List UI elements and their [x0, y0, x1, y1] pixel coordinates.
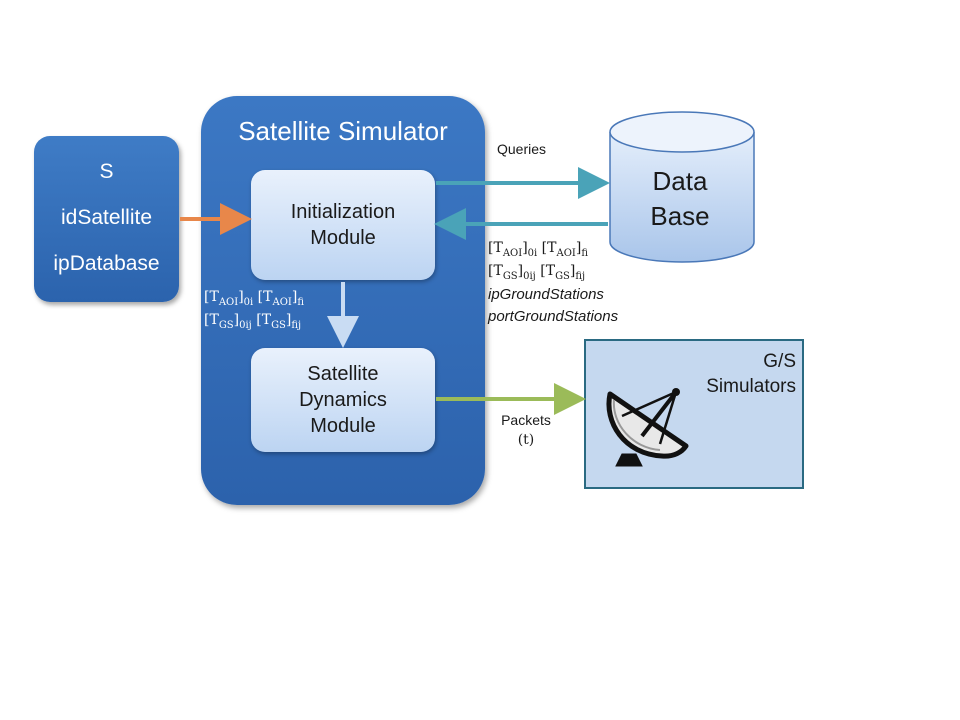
satellite-dish-icon [606, 388, 689, 467]
database-cylinder [609, 111, 755, 263]
database-label-line2: Base [650, 201, 710, 232]
input-parameters-block: S idSatellite ipDatabase [34, 136, 179, 302]
gs-simulators-line1: G/S [763, 351, 796, 372]
database-label-line1: Data [652, 166, 708, 196]
satellite-dynamics-module: Satellite Dynamics Module [251, 348, 435, 452]
dynamics-module-line2: Dynamics [299, 389, 387, 411]
gs-simulators-line2: Simulators [706, 375, 796, 397]
packets-label-text: Packets [501, 412, 551, 428]
input-idsatellite-label: idSatellite [60, 206, 153, 229]
db-response-aoi-line: [TAOI]0i [TAOI]fi [488, 240, 588, 259]
dynamics-module-line3: Module [310, 415, 376, 437]
dynamics-module-line1: Satellite [307, 363, 379, 385]
packets-time-label: (t) [517, 432, 535, 448]
internal-params-label: [TAOI]0i [TAOI]fi [TGS]0ij [TGS]fij [204, 287, 304, 333]
queries-label: Queries [497, 141, 547, 157]
internal-params-aoi-line: [TAOI]0i [TAOI]fi [204, 289, 304, 308]
database-label: Data Base [610, 164, 750, 234]
port-ground-stations-label: portGroundStations [488, 308, 619, 326]
satellite-simulator-title: Satellite Simulator [238, 116, 448, 146]
ip-ground-stations-label: ipGroundStations [488, 285, 604, 303]
gs-simulators-label: G/S Simulators [660, 350, 796, 399]
initialization-module-line1: Initialization [290, 201, 396, 223]
db-response-label: [TAOI]0i [TAOI]fi [TGS]0ij [TGS]fij ipGr… [488, 238, 618, 329]
input-ipdatabase-label: ipDatabase [53, 252, 160, 275]
internal-params-gs-line: [TGS]0ij [TGS]fij [204, 311, 302, 331]
initialization-module-line2: Module [310, 227, 376, 249]
db-response-gs-line: [TGS]0ij [TGS]fij [488, 262, 586, 282]
packets-label: Packets (t) [497, 412, 555, 451]
input-s-label: S [99, 160, 114, 183]
initialization-module: Initialization Module [251, 170, 435, 280]
